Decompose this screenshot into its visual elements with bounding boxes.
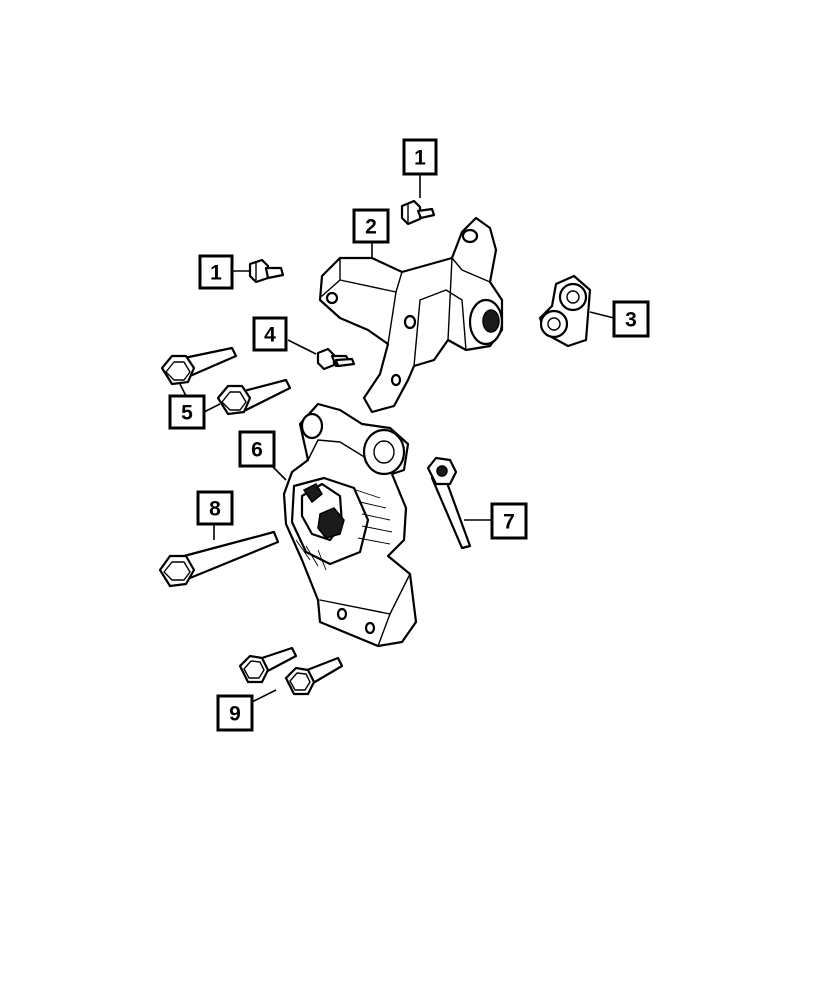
callout-5: 5: [168, 394, 206, 430]
part-2-bracket: [318, 216, 504, 414]
callout-1-left: 1: [198, 254, 234, 290]
callout-3-label: 3: [625, 309, 637, 332]
callout-6: 6: [238, 430, 276, 468]
part-5-bolts: [160, 346, 292, 416]
callout-9-label: 9: [229, 703, 241, 726]
callout-4: 4: [252, 316, 288, 352]
callout-3: 3: [612, 300, 650, 338]
part-7-clip: [426, 456, 472, 550]
callout-7-label: 7: [503, 511, 515, 534]
part-8-long-bolt: [158, 530, 280, 588]
callout-4-label: 4: [264, 324, 276, 347]
leader-lines: [179, 175, 615, 703]
callout-2: 2: [352, 208, 390, 244]
part-6-mount: [282, 402, 418, 648]
callout-2-label: 2: [365, 216, 377, 239]
part-3-bushing: [538, 274, 592, 348]
part-1-bolt-top: [400, 199, 436, 226]
part-1-bolt-left: [248, 258, 285, 284]
part-4-stud: [316, 347, 356, 371]
callout-1-top: 1: [402, 138, 438, 176]
callout-8: 8: [196, 490, 234, 526]
callout-7: 7: [490, 502, 528, 540]
callout-5-label: 5: [181, 402, 193, 425]
callout-6-label: 6: [251, 439, 263, 462]
callout-1-top-label: 1: [414, 147, 426, 170]
part-9-bolts: [238, 646, 344, 696]
callout-9: 9: [216, 694, 254, 732]
callout-8-label: 8: [209, 498, 221, 521]
callout-1-left-label: 1: [210, 262, 222, 285]
